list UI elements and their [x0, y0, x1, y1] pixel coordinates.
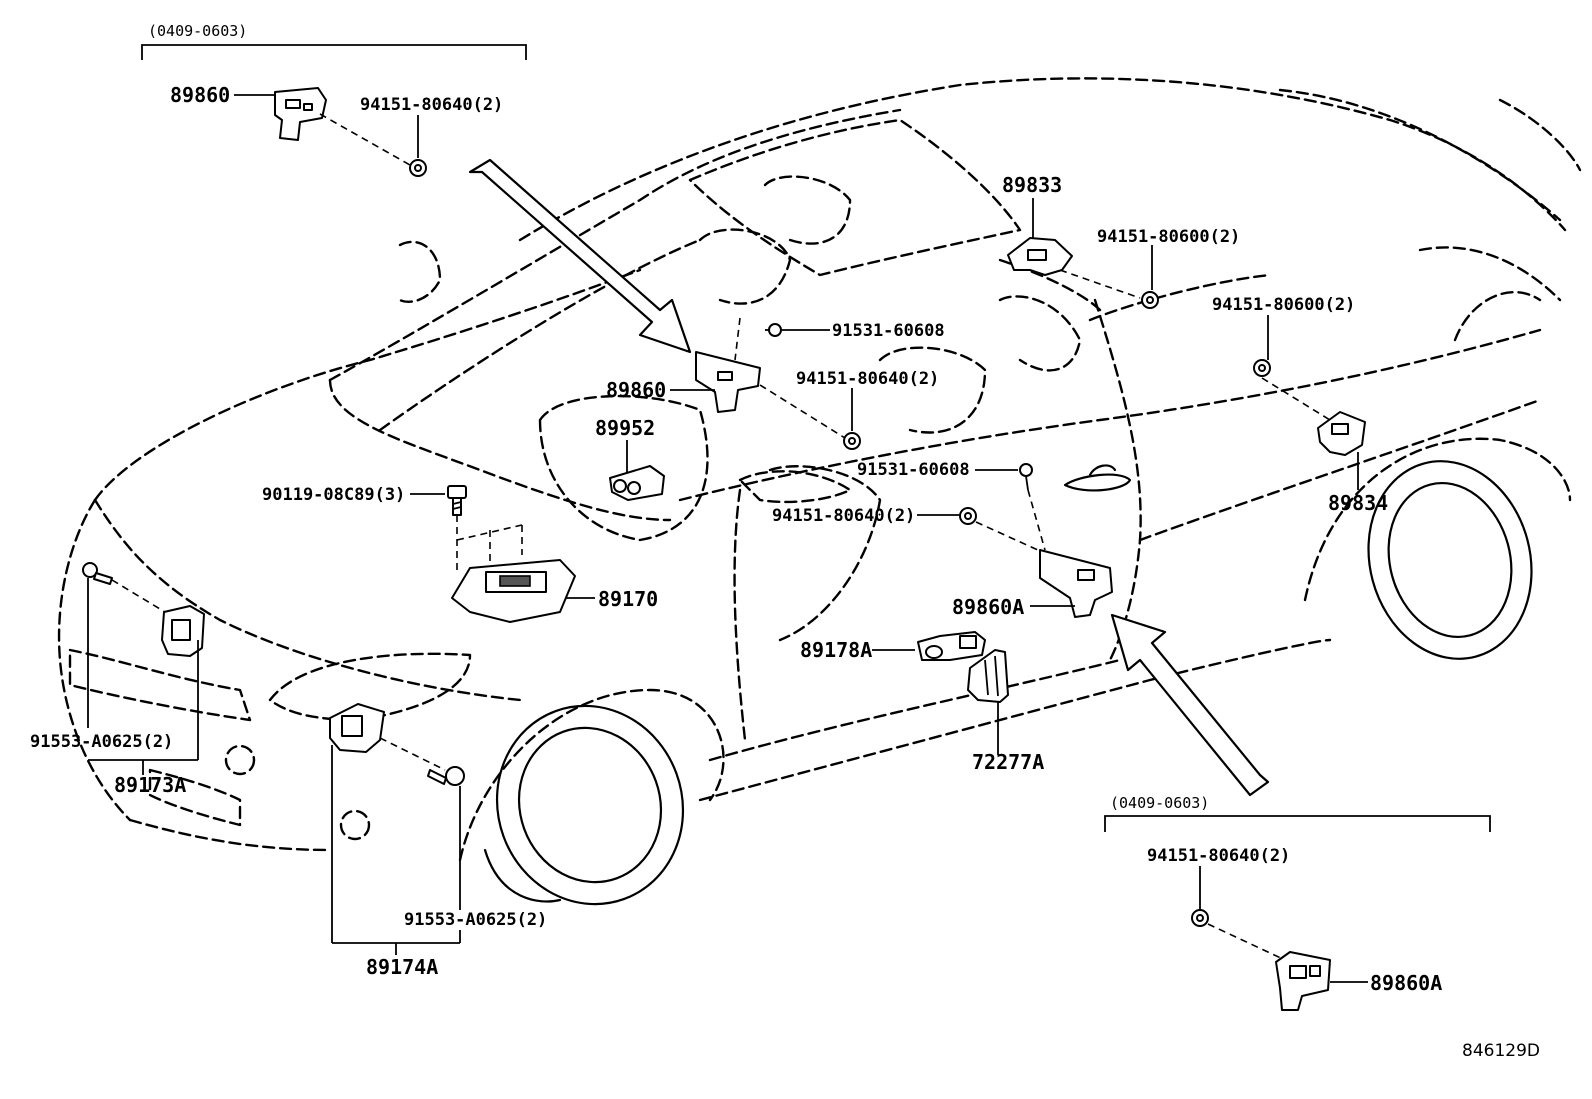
- nut-94151-80600-a: [1141, 291, 1159, 309]
- nut-94151-80640-mid: [843, 432, 861, 450]
- bracket-72277A: [967, 649, 1009, 703]
- label-89860-top: 89860: [170, 83, 230, 107]
- range-bracket-top: [141, 44, 527, 60]
- label-94151-80640-mid: 94151-80640(2): [796, 369, 939, 389]
- sensor-89860A-mid: [1039, 549, 1113, 618]
- nut-94151-80640-door: [959, 507, 977, 525]
- label-94151-80640-top: 94151-80640(2): [360, 95, 503, 115]
- range-label-bottom: (0409-0603): [1110, 794, 1209, 812]
- sensor-89833: [1007, 237, 1073, 276]
- label-94151-80640-bottom: 94151-80640(2): [1147, 846, 1290, 866]
- bolt-90119: [447, 485, 467, 516]
- nut-94151-80640-top: [409, 159, 427, 177]
- label-89833: 89833: [1002, 173, 1062, 197]
- screw-91531-60608-b: [1019, 463, 1033, 491]
- label-89860A-bottom: 89860A: [1370, 971, 1442, 995]
- label-91553-bottom: 91553-A0625(2): [404, 910, 547, 930]
- sensor-89860-top: [274, 87, 327, 141]
- label-72277A: 72277A: [972, 750, 1044, 774]
- nut-94151-80640-bottom: [1191, 909, 1209, 927]
- label-89952: 89952: [595, 416, 655, 440]
- screw-91531-60608-a: [765, 323, 782, 337]
- diagram-id: 846129D: [1462, 1041, 1540, 1061]
- sensor-89174A: [329, 703, 385, 753]
- sensor-89173A: [161, 605, 205, 657]
- sensor-89860-mid: [695, 351, 761, 413]
- label-94151-80600-b: 94151-80600(2): [1212, 295, 1355, 315]
- label-89178A: 89178A: [800, 638, 872, 662]
- sensor-89834: [1317, 411, 1366, 456]
- callout-arrow-lower: [1110, 613, 1270, 797]
- sensor-89178A: [917, 631, 986, 661]
- label-91531-60608-a: 91531-60608: [832, 321, 945, 341]
- label-89174A: 89174A: [366, 955, 438, 979]
- label-89860A-mid: 89860A: [952, 595, 1024, 619]
- label-89834: 89834: [1328, 491, 1388, 515]
- bolt-91553-bottom: [427, 766, 465, 786]
- label-94151-80600-a: 94151-80600(2): [1097, 227, 1240, 247]
- label-91531-60608-b: 91531-60608: [857, 460, 970, 480]
- range-label-top: (0409-0603): [148, 22, 247, 40]
- nut-94151-80600-b: [1253, 359, 1271, 377]
- label-89170: 89170: [598, 587, 658, 611]
- connector-89952: [609, 465, 665, 501]
- bolt-91553-left: [82, 562, 113, 585]
- label-91553-left: 91553-A0625(2): [30, 732, 173, 752]
- label-90119: 90119-08C89(3): [262, 485, 405, 505]
- sensor-89860A-bottom: [1275, 951, 1331, 1011]
- module-89170: [451, 559, 576, 623]
- label-94151-80640-door: 94151-80640(2): [772, 506, 915, 526]
- label-89173A: 89173A: [114, 773, 186, 797]
- callout-arrow-upper: [468, 158, 692, 354]
- label-89860-mid: 89860: [606, 378, 666, 402]
- car-body-outline: [57, 77, 1582, 906]
